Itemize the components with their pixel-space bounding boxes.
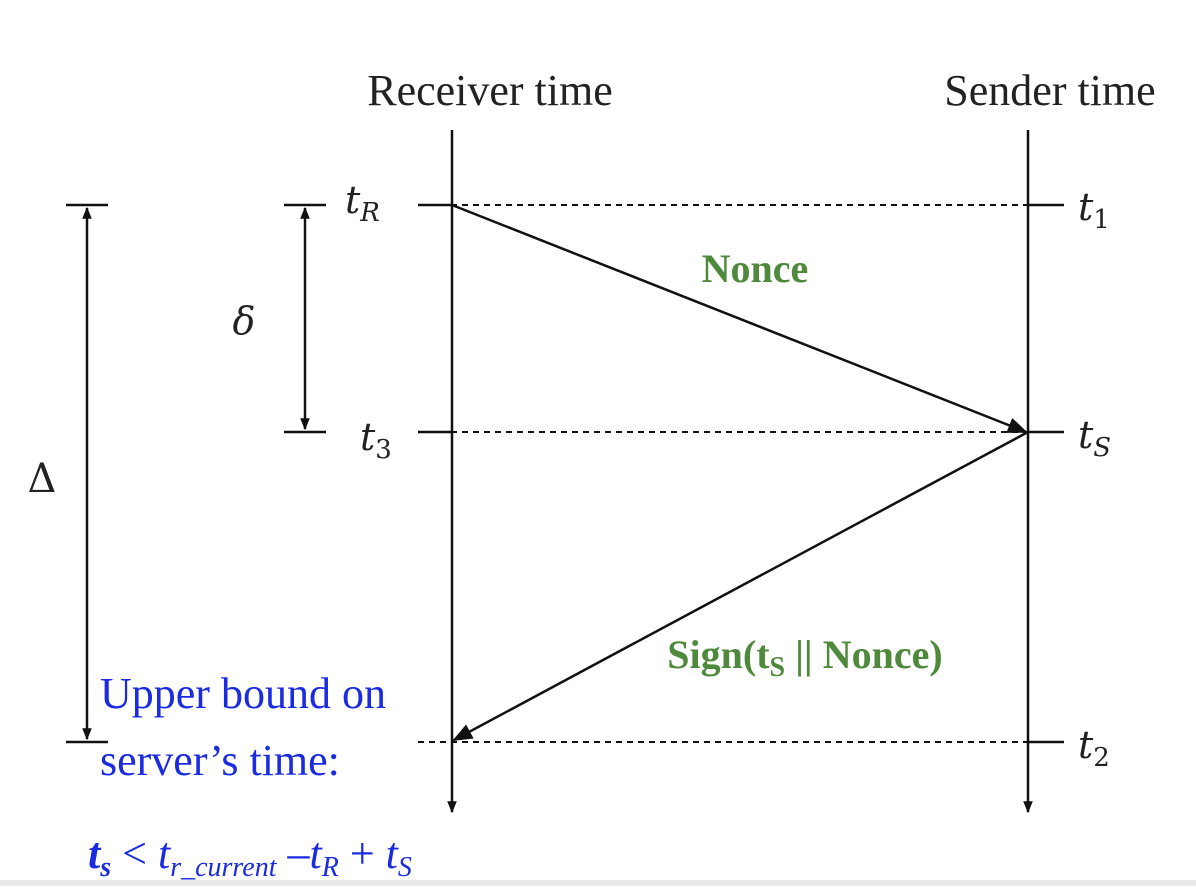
label-t-R: tR xyxy=(345,178,380,228)
signed-response-arrow xyxy=(452,430,1029,742)
nonce-label: Nonce xyxy=(702,246,809,291)
nonce-arrow xyxy=(451,203,1028,434)
delta-big-label: Δ xyxy=(28,456,57,502)
label-t-S: tS xyxy=(1078,413,1111,463)
sign-label: Sign(tS || Nonce) xyxy=(667,632,942,683)
upper-bound-note-line1: Upper bound on xyxy=(100,669,386,718)
delta-small-label: δ xyxy=(233,299,256,343)
upper-bound-formula: ts < tr_current –tR + tS xyxy=(88,829,412,883)
label-t-1: t1 xyxy=(1078,185,1110,235)
bottom-edge-bar xyxy=(0,880,1196,886)
receiver-time-header: Receiver time xyxy=(367,66,613,115)
upper-bound-note-line2: server’s time: xyxy=(100,736,340,785)
sender-time-header: Sender time xyxy=(944,66,1155,115)
label-t-2: t2 xyxy=(1078,723,1110,773)
label-t-3: t3 xyxy=(360,415,392,465)
